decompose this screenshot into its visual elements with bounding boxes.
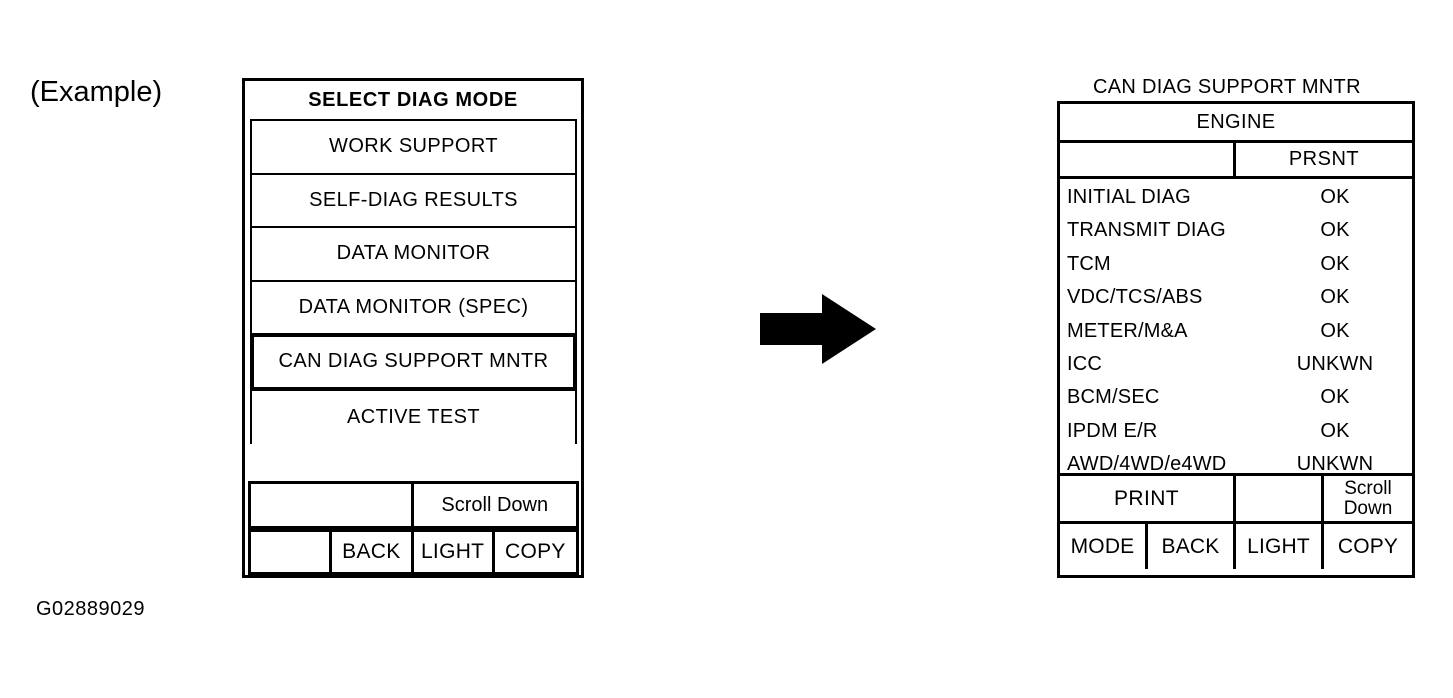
row-item-status: OK bbox=[1320, 386, 1350, 409]
scroll-down-label-line2: Down bbox=[1343, 497, 1393, 519]
row-item-name: VDC/TCS/ABS bbox=[1067, 286, 1203, 309]
menu-item-active-test[interactable]: ACTIVE TEST bbox=[252, 390, 575, 444]
print-label: PRINT bbox=[1114, 486, 1179, 510]
row-item-name: TCM bbox=[1067, 252, 1111, 275]
row-item-status: OK bbox=[1320, 286, 1350, 309]
table-row: IPDM E/R OK bbox=[1060, 417, 1412, 450]
menu-item-label: CAN DIAG SUPPORT MNTR bbox=[278, 350, 549, 373]
row-item-name: ICC bbox=[1067, 352, 1103, 375]
back-button[interactable]: BACK bbox=[332, 532, 414, 572]
table-row: INITIAL DIAG OK bbox=[1060, 183, 1412, 216]
softkey-blank-button[interactable] bbox=[1236, 476, 1324, 521]
figure-id-caption: G02889029 bbox=[36, 598, 146, 620]
menu-item-self-diag-results[interactable]: SELF-DIAG RESULTS bbox=[252, 174, 575, 228]
softkey-blank-button[interactable] bbox=[251, 532, 333, 572]
softkey-blank-left bbox=[251, 484, 414, 526]
copy-button[interactable]: COPY bbox=[1324, 524, 1412, 569]
right-screen-softkey-row-upper: PRINT Scroll Down bbox=[1060, 476, 1412, 524]
menu-item-label: DATA MONITOR (SPEC) bbox=[298, 295, 529, 318]
example-label: (Example) bbox=[30, 76, 163, 108]
row-item-name: IPDM E/R bbox=[1067, 419, 1158, 442]
menu-item-label: ACTIVE TEST bbox=[347, 405, 480, 428]
row-item-name: INITIAL DIAG bbox=[1067, 186, 1191, 208]
table-row: ICC UNKWN bbox=[1060, 350, 1412, 383]
row-item-status: UNKWN bbox=[1296, 453, 1374, 476]
row-item-name: AWD/4WD/e4WD bbox=[1067, 453, 1227, 476]
light-label: LIGHT bbox=[1247, 534, 1310, 558]
left-screen-softkey-row-upper: Scroll Down bbox=[248, 481, 579, 529]
copy-label: COPY bbox=[505, 540, 566, 563]
ecu-name-header: ENGINE bbox=[1060, 104, 1412, 143]
mode-button[interactable]: MODE bbox=[1060, 524, 1148, 569]
can-diag-support-mntr-caption: CAN DIAG SUPPORT MNTR bbox=[1093, 76, 1361, 98]
scroll-down-label-line1: Scroll bbox=[1344, 477, 1392, 499]
column-header-prsnt: PRSNT bbox=[1236, 143, 1412, 176]
row-item-status: OK bbox=[1320, 219, 1350, 242]
table-column-header-row: PRSNT bbox=[1060, 143, 1412, 179]
select-diag-mode-screen: SELECT DIAG MODE WORK SUPPORT SELF-DIAG … bbox=[242, 78, 584, 578]
menu-item-label: DATA MONITOR bbox=[336, 242, 491, 265]
menu-item-data-monitor[interactable]: DATA MONITOR bbox=[252, 228, 575, 282]
column-header-item-name bbox=[1060, 143, 1236, 176]
scroll-down-label: Scroll Down bbox=[441, 493, 549, 516]
menu-item-label: SELF-DIAG RESULTS bbox=[309, 188, 518, 211]
back-label: BACK bbox=[342, 540, 401, 563]
print-button[interactable]: PRINT bbox=[1060, 476, 1236, 521]
right-screen-softkey-row-lower: MODE BACK LIGHT COPY bbox=[1060, 524, 1412, 569]
table-row: METER/M&A OK bbox=[1060, 317, 1412, 350]
column-header-label: PRSNT bbox=[1288, 148, 1360, 170]
menu-item-data-monitor-spec[interactable]: DATA MONITOR (SPEC) bbox=[252, 281, 575, 335]
table-row: TRANSMIT DIAG OK bbox=[1060, 216, 1412, 249]
light-label: LIGHT bbox=[420, 540, 485, 563]
row-item-status: OK bbox=[1320, 186, 1350, 208]
scroll-down-button[interactable]: Scroll Down bbox=[1324, 476, 1412, 521]
row-item-status: OK bbox=[1320, 319, 1350, 342]
select-diag-mode-title: SELECT DIAG MODE bbox=[308, 88, 518, 111]
scroll-down-button[interactable]: Scroll Down bbox=[414, 484, 577, 526]
diag-mode-menu-list: WORK SUPPORT SELF-DIAG RESULTS DATA MONI… bbox=[250, 119, 577, 444]
left-screen-softkey-row-lower: BACK LIGHT COPY bbox=[248, 529, 579, 575]
copy-label: COPY bbox=[1337, 534, 1399, 558]
row-item-status: OK bbox=[1320, 419, 1350, 442]
row-item-status: UNKWN bbox=[1296, 352, 1374, 375]
row-item-name: BCM/SEC bbox=[1067, 386, 1160, 409]
row-item-status: OK bbox=[1320, 252, 1350, 275]
diag-results-table: INITIAL DIAG OK TRANSMIT DIAG OK TCM OK … bbox=[1060, 179, 1412, 476]
row-item-name: TRANSMIT DIAG bbox=[1067, 219, 1226, 242]
copy-button[interactable]: COPY bbox=[495, 532, 576, 572]
table-row: TCM OK bbox=[1060, 250, 1412, 283]
menu-item-can-diag-support-mntr[interactable]: CAN DIAG SUPPORT MNTR bbox=[250, 333, 577, 391]
table-row: AWD/4WD/e4WD UNKWN bbox=[1060, 450, 1412, 483]
row-item-name: METER/M&A bbox=[1067, 319, 1188, 342]
back-label: BACK bbox=[1161, 534, 1220, 558]
table-row: BCM/SEC OK bbox=[1060, 383, 1412, 416]
light-button[interactable]: LIGHT bbox=[1236, 524, 1324, 569]
can-diag-support-mntr-screen: ENGINE PRSNT INITIAL DIAG OK TRANSMIT DI… bbox=[1057, 101, 1415, 578]
menu-item-label: WORK SUPPORT bbox=[329, 135, 498, 158]
light-button[interactable]: LIGHT bbox=[414, 532, 495, 572]
menu-item-work-support[interactable]: WORK SUPPORT bbox=[252, 121, 575, 175]
mode-label: MODE bbox=[1070, 534, 1135, 558]
back-button[interactable]: BACK bbox=[1148, 524, 1236, 569]
table-row: VDC/TCS/ABS OK bbox=[1060, 283, 1412, 316]
right-arrow-icon bbox=[760, 294, 876, 364]
